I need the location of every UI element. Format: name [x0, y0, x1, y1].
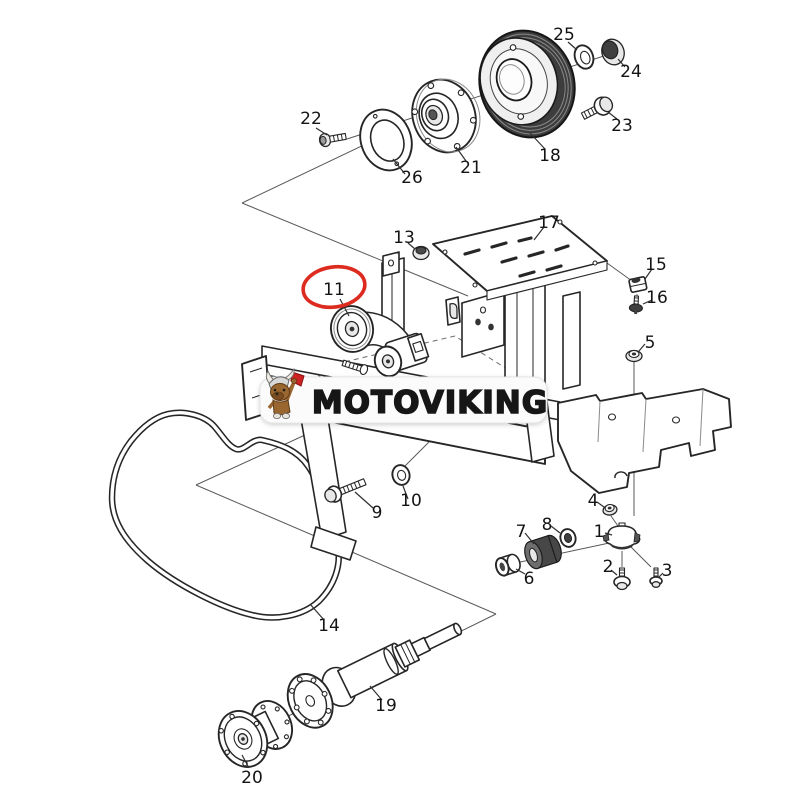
part-label-16: 16: [646, 288, 668, 308]
part-label-6: 6: [524, 569, 535, 589]
part-label-1: 1: [594, 522, 605, 542]
part-11-belt-tensioner: [329, 305, 430, 378]
part-2-bolt: [613, 567, 631, 591]
leader-lines: [241, 41, 664, 769]
part-18-crankshaft-pulley: [478, 29, 576, 139]
part-label-20: 20: [241, 768, 263, 788]
part-label-22: 22: [300, 109, 322, 129]
part-9-bolt: [324, 478, 367, 503]
part-label-2: 2: [603, 557, 614, 577]
part-label-10: 10: [400, 491, 422, 511]
part-label-3: 3: [662, 561, 673, 581]
part-23-bolt: [580, 96, 614, 120]
part-4-nut: [602, 503, 618, 516]
part-16-screw: [628, 295, 643, 315]
part-label-9: 9: [372, 503, 383, 523]
watermark-band: MOTOVIKING: [259, 376, 548, 424]
part-24-nut: [601, 38, 625, 66]
part-7-bushing: [524, 534, 562, 570]
part-label-13: 13: [393, 228, 415, 248]
part-26-ring-seal: [359, 108, 413, 172]
mounting-pedestal: [308, 251, 581, 427]
part-label-4: 4: [588, 491, 599, 511]
part-22-bolt: [318, 132, 347, 148]
part-13-nut: [412, 245, 430, 261]
part-6-bushing: [494, 553, 521, 577]
latch-detail: [445, 296, 461, 326]
part-20-hub-spool: [217, 700, 294, 768]
part-label-18: 18: [539, 146, 561, 166]
part-14-drive-belt: [108, 409, 342, 621]
part-label-15: 15: [645, 255, 667, 275]
red-highlight-ellipse: [301, 264, 367, 310]
part-label-7: 7: [516, 522, 527, 542]
part-label-23: 23: [611, 116, 633, 136]
part-label-17: 17: [538, 213, 560, 233]
part-labels: 22 26 21 18 25 24 23 13 17 15 16 5 11 9 …: [241, 25, 672, 788]
part-1-rubber-mount: [602, 522, 641, 550]
viking-mascot-icon: [265, 367, 305, 420]
part-21-bearing-hub: [411, 78, 481, 154]
part-label-19: 19: [375, 696, 397, 716]
part-19-shaft: [286, 622, 463, 729]
part-label-14: 14: [318, 616, 340, 636]
part-5-nut: [625, 349, 643, 363]
part-label-8: 8: [542, 515, 553, 535]
part-25-washer: [573, 44, 595, 70]
part-label-24: 24: [620, 62, 642, 82]
part-label-26: 26: [401, 168, 423, 188]
part-label-21: 21: [460, 158, 482, 178]
part-label-5: 5: [645, 333, 656, 353]
brand-text: MOTOVIKING: [312, 385, 548, 421]
lower-mount-bracket: [557, 388, 732, 494]
part-8-ring: [559, 528, 577, 548]
part-3-bolt: [649, 567, 663, 588]
part-label-11: 11: [323, 280, 345, 300]
part-17-top-plate: [432, 215, 608, 301]
part-10-washer: [391, 464, 411, 486]
part-label-25: 25: [553, 25, 575, 45]
